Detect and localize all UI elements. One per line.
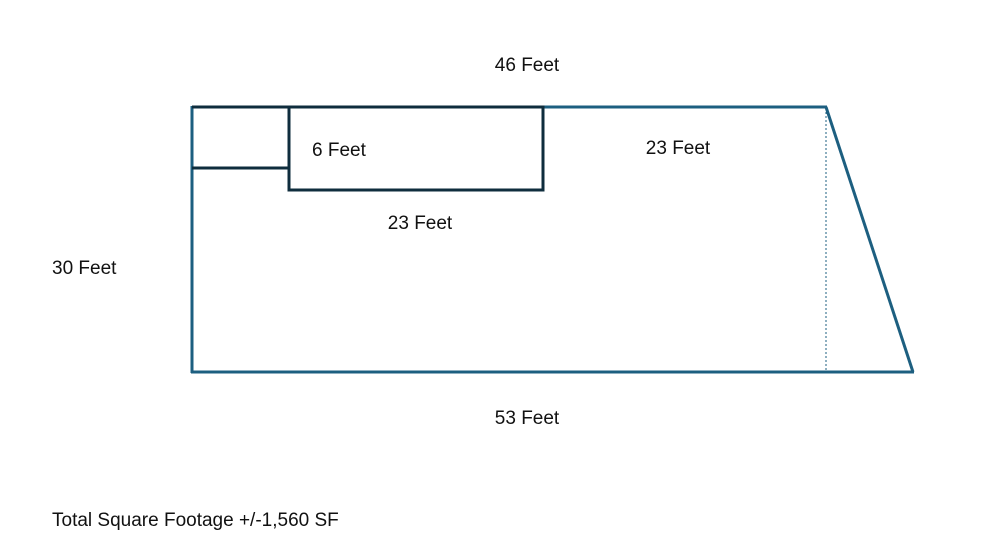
inner-room xyxy=(287,105,545,192)
top-right-segment-label: 23 Feet xyxy=(645,138,711,159)
inner-room-width-label: 23 Feet xyxy=(387,213,453,234)
inner-room-height-label: 6 Feet xyxy=(312,140,366,161)
diagonal-wall xyxy=(824,106,915,373)
left-dimension-label: 30 Feet xyxy=(52,258,117,279)
top-dimension-label: 46 Feet xyxy=(494,55,560,76)
bottom-dimension-label: 53 Feet xyxy=(494,408,560,429)
total-square-footage: Total Square Footage +/-1,560 SF xyxy=(52,510,339,531)
